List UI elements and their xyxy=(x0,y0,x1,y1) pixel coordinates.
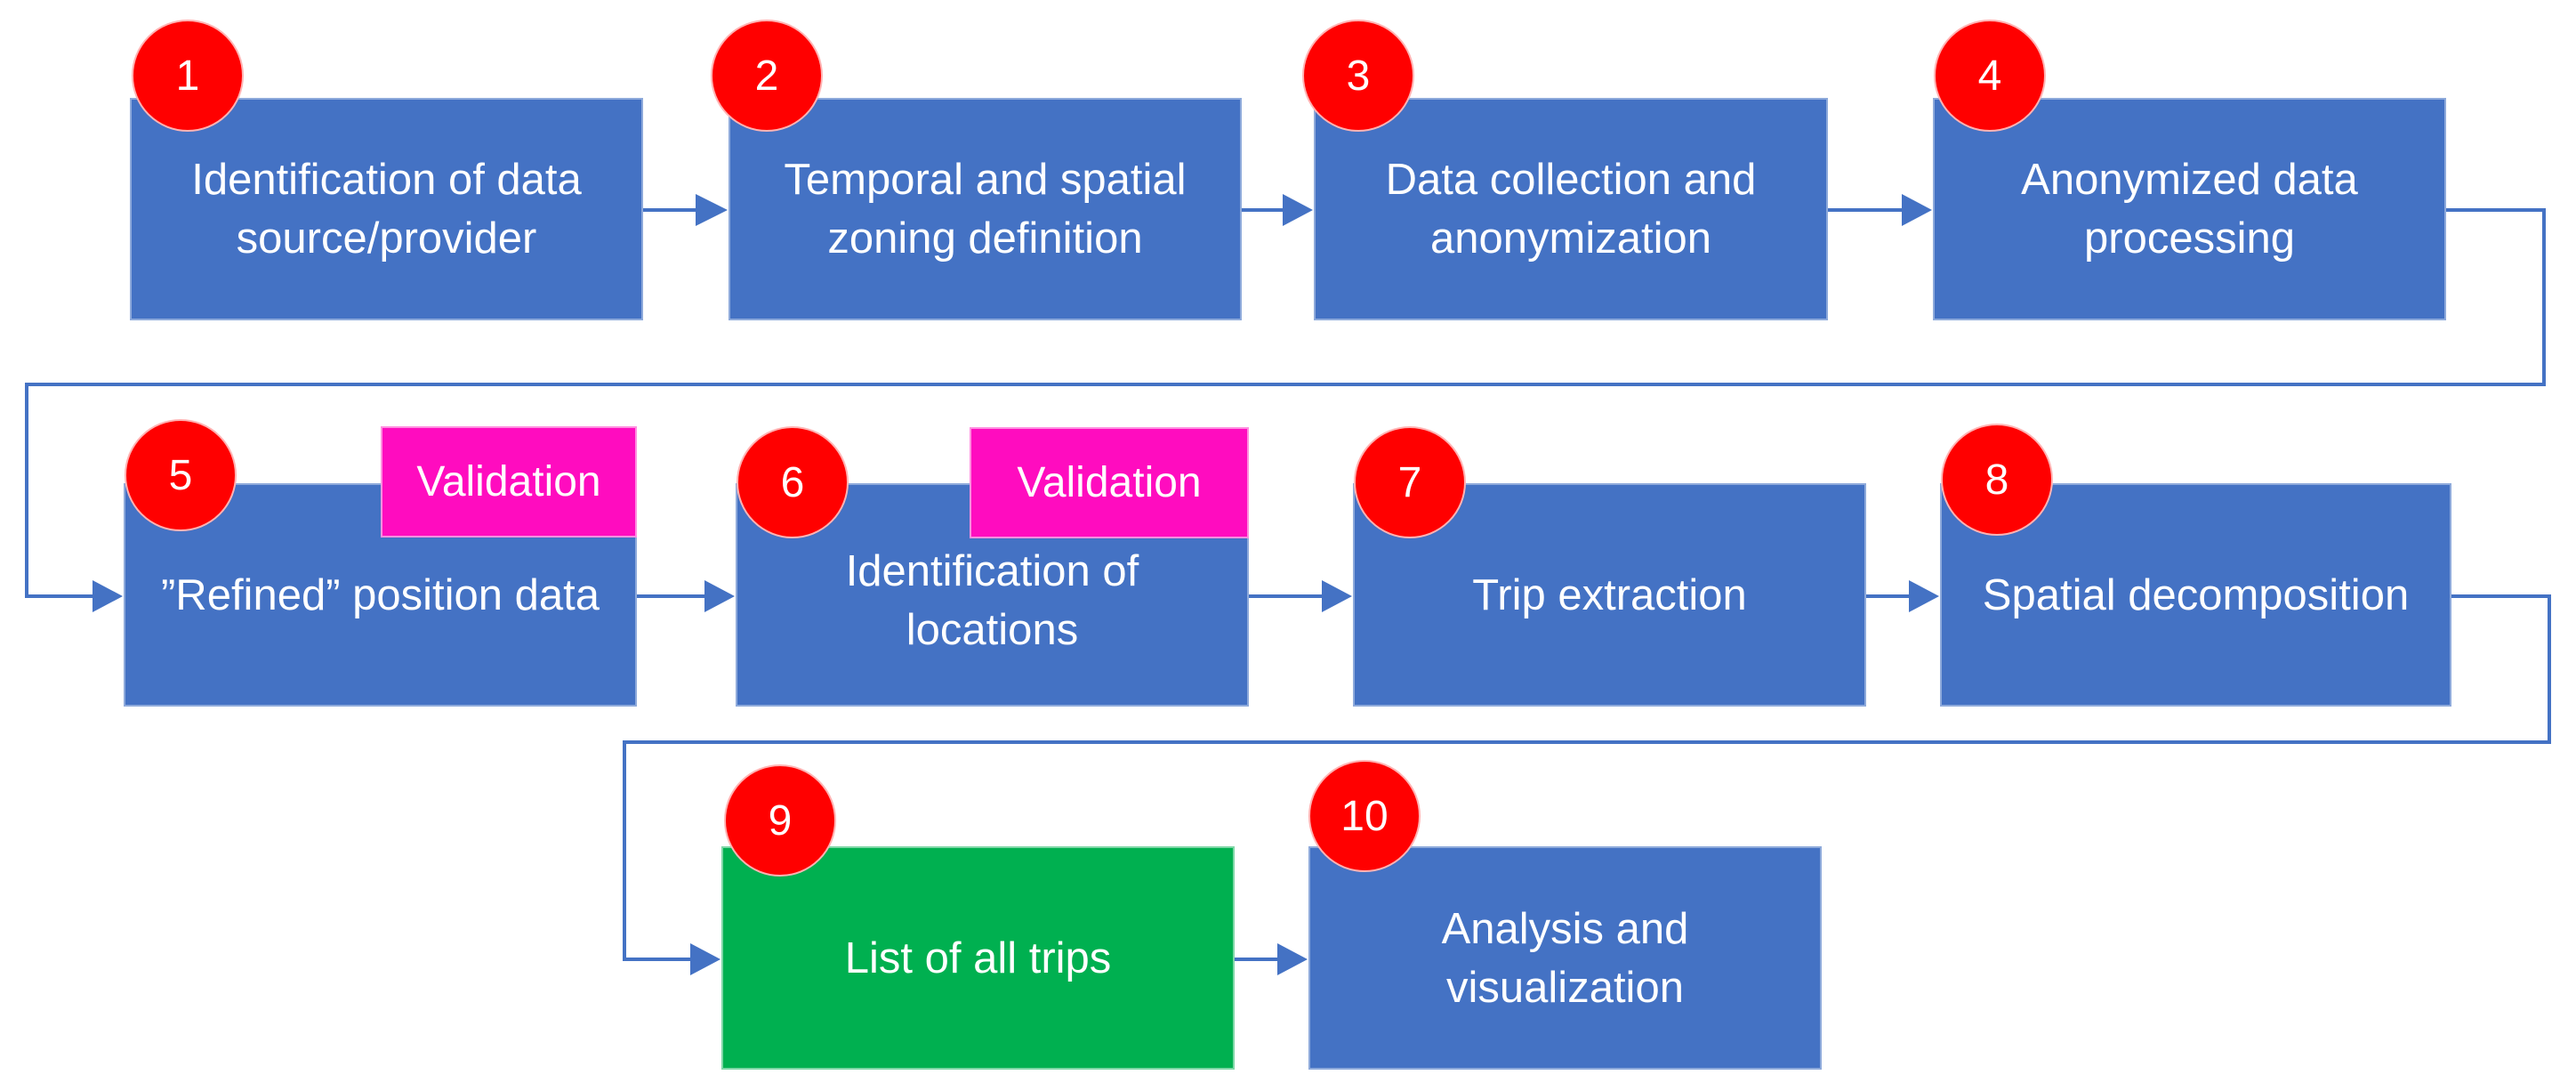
step-number-badge-4: 4 xyxy=(1934,20,2046,132)
arrow-4-to-5 xyxy=(25,208,2546,598)
step-number-3: 3 xyxy=(1346,52,1371,100)
step-number-badge-9: 9 xyxy=(724,764,836,877)
step-label-8: Spatial decomposition xyxy=(1982,570,2410,619)
validation-label-step-6: Validation xyxy=(1017,459,1202,506)
step-box-9: List of all trips xyxy=(721,846,1235,1070)
step-box-7: Trip extraction xyxy=(1353,483,1866,707)
arrow-8-to-9 xyxy=(623,594,2551,961)
step-box-1: Identification of data source/provider xyxy=(130,98,643,320)
step-number-7: 7 xyxy=(1397,458,1422,506)
step-box-3: Data collection and anonymization xyxy=(1314,98,1828,320)
step-number-6: 6 xyxy=(780,458,805,506)
step-label-5: ”Refined” position data xyxy=(160,570,600,619)
step-label-10: Analysis and visualization xyxy=(1441,904,1689,1012)
arrowhead-4-to-5 xyxy=(93,580,123,612)
validation-tag-step-6: Validation xyxy=(970,427,1249,538)
step-label-4: Anonymized data processing xyxy=(2021,156,2358,263)
arrowhead-9-to-10 xyxy=(1277,943,1308,975)
step-number-badge-1: 1 xyxy=(132,20,244,132)
arrowhead-7-to-8 xyxy=(1909,580,1939,612)
step-label-6: Identification of locations xyxy=(845,546,1139,654)
step-box-2: Temporal and spatial zoning definition xyxy=(729,98,1242,320)
validation-label-step-5: Validation xyxy=(416,458,601,505)
arrowhead-5-to-6 xyxy=(704,580,735,612)
step-number-badge-7: 7 xyxy=(1354,426,1466,538)
step-number-badge-8: 8 xyxy=(1941,424,2053,536)
step-label-7: Trip extraction xyxy=(1472,570,1747,619)
step-label-2: Temporal and spatial zoning definition xyxy=(784,156,1187,263)
arrowhead-3-to-4 xyxy=(1902,194,1932,226)
step-number-8: 8 xyxy=(1984,456,2009,504)
step-label-9: List of all trips xyxy=(844,933,1112,982)
arrowhead-1-to-2 xyxy=(696,194,728,226)
step-number-badge-5: 5 xyxy=(125,419,237,531)
step-number-1: 1 xyxy=(175,52,200,100)
step-number-9: 9 xyxy=(768,796,793,845)
step-label-1: Identification of data source/provider xyxy=(191,156,582,263)
step-number-badge-10: 10 xyxy=(1308,760,1421,872)
step-box-4: Anonymized data processing xyxy=(1933,98,2446,320)
step-number-4: 4 xyxy=(1977,52,2002,100)
step-number-badge-3: 3 xyxy=(1302,20,1414,132)
step-number-badge-2: 2 xyxy=(711,20,823,132)
step-box-10: Analysis and visualization xyxy=(1308,846,1822,1070)
validation-tag-step-5: Validation xyxy=(381,426,637,537)
step-number-badge-6: 6 xyxy=(737,426,849,538)
arrowhead-8-to-9 xyxy=(690,943,720,975)
step-number-10: 10 xyxy=(1340,792,1389,840)
arrowhead-6-to-7 xyxy=(1322,580,1352,612)
step-number-2: 2 xyxy=(754,52,779,100)
arrowhead-2-to-3 xyxy=(1283,194,1313,226)
step-label-3: Data collection and anonymization xyxy=(1385,156,1757,263)
step-number-5: 5 xyxy=(168,451,193,499)
